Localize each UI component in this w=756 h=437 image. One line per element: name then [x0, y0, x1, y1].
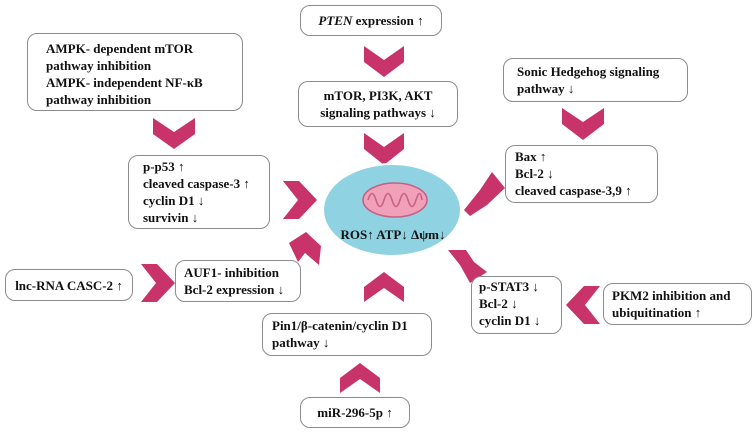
arrow-ampk-to-p53 [153, 118, 195, 149]
auf1-line-2: Bcl-2 expression ↓ [184, 282, 285, 297]
p53-line-3: cyclin D1 ↓ [143, 193, 205, 208]
pkm2-line-2: ubiquitination ↑ [612, 305, 702, 320]
arrow-hedgehog-to-bax [562, 108, 604, 140]
mir-box: miR-296-5p ↑ [300, 397, 410, 428]
pin1-line-2: pathway ↓ [272, 335, 330, 350]
arrow-pkm2-to-stat3 [566, 286, 600, 324]
pten-expression-box: PTEN expression ↑ [300, 5, 442, 36]
arrow-pin1-to-center [364, 272, 404, 302]
pten-label: PTEN expression ↑ [318, 12, 423, 29]
p53-line-2: cleaved caspase-3 ↑ [143, 176, 250, 191]
pten-gene-name: PTEN [318, 13, 353, 28]
pkm2-line-1: PKM2 inhibition and [612, 288, 731, 303]
mtor-line-2: signaling pathways ↓ [320, 105, 436, 120]
bax-line-3: cleaved caspase-3,9 ↑ [515, 183, 632, 198]
bax-line-1: Bax ↑ [515, 149, 547, 164]
mir-line-1: miR-296-5p ↑ [317, 405, 393, 420]
lnc-line-1: lnc-RNA CASC-2 ↑ [15, 277, 123, 293]
ampk-line-3: AMPK- independent NF-κB [46, 75, 203, 90]
hedgehog-box: Sonic Hedgehog signaling pathway ↓ [503, 58, 688, 102]
arrow-lnc-to-auf1 [141, 264, 175, 302]
hedgehog-line-2: pathway ↓ [517, 81, 575, 96]
ampk-line-2: pathway inhibition [46, 58, 152, 73]
auf1-line-1: AUF1- inhibition [184, 265, 279, 280]
p53-line-1: p-p53 ↑ [143, 159, 185, 174]
mtor-pathway-box: mTOR, PI3K, AKT signaling pathways ↓ [298, 81, 458, 127]
arrow-mtor-to-center [364, 133, 404, 165]
mtor-line-1: mTOR, PI3K, AKT [323, 88, 433, 103]
stat3-line-1: p-STAT3 ↓ [479, 279, 539, 294]
stat3-line-3: cyclin D1 ↓ [479, 313, 541, 328]
arrow-mir-to-pin1 [340, 363, 380, 393]
bax-line-2: Bcl-2 ↓ [515, 166, 554, 181]
pin1-line-1: Pin1/β-catenin/cyclin D1 [272, 318, 408, 333]
ampk-box: AMPK- dependent mTOR pathway inhibition … [27, 33, 243, 111]
pten-expression-text: expression ↑ [352, 13, 424, 28]
p53-line-4: survivin ↓ [143, 210, 199, 225]
arrow-stat3-to-center [448, 250, 487, 283]
ampk-line-1: AMPK- dependent mTOR [46, 41, 194, 56]
arrow-auf1-to-center [289, 232, 321, 265]
mitochondrion-icon [362, 182, 428, 218]
stat3-box: p-STAT3 ↓ Bcl-2 ↓ cyclin D1 ↓ [471, 276, 562, 334]
ampk-line-4: pathway inhibition [46, 92, 152, 107]
arrow-pten-to-mtor [364, 46, 404, 77]
arrow-p53-to-center [283, 181, 317, 219]
arrow-bax-to-center [464, 172, 505, 216]
auf1-box: AUF1- inhibition Bcl-2 expression ↓ [175, 260, 301, 302]
p53-box: p-p53 ↑ cleaved caspase-3 ↑ cyclin D1 ↓ … [128, 155, 270, 229]
stat3-line-2: Bcl-2 ↓ [479, 296, 518, 311]
pkm2-box: PKM2 inhibition and ubiquitination ↑ [603, 283, 752, 325]
mitochondrion-label: ROS↑ ATP↓ Δψm↓ [340, 227, 446, 242]
hedgehog-line-1: Sonic Hedgehog signaling [517, 64, 660, 79]
pin1-box: Pin1/β-catenin/cyclin D1 pathway ↓ [262, 313, 432, 356]
lnc-rna-box: lnc-RNA CASC-2 ↑ [5, 269, 133, 301]
bax-box: Bax ↑ Bcl-2 ↓ cleaved caspase-3,9 ↑ [505, 145, 658, 203]
